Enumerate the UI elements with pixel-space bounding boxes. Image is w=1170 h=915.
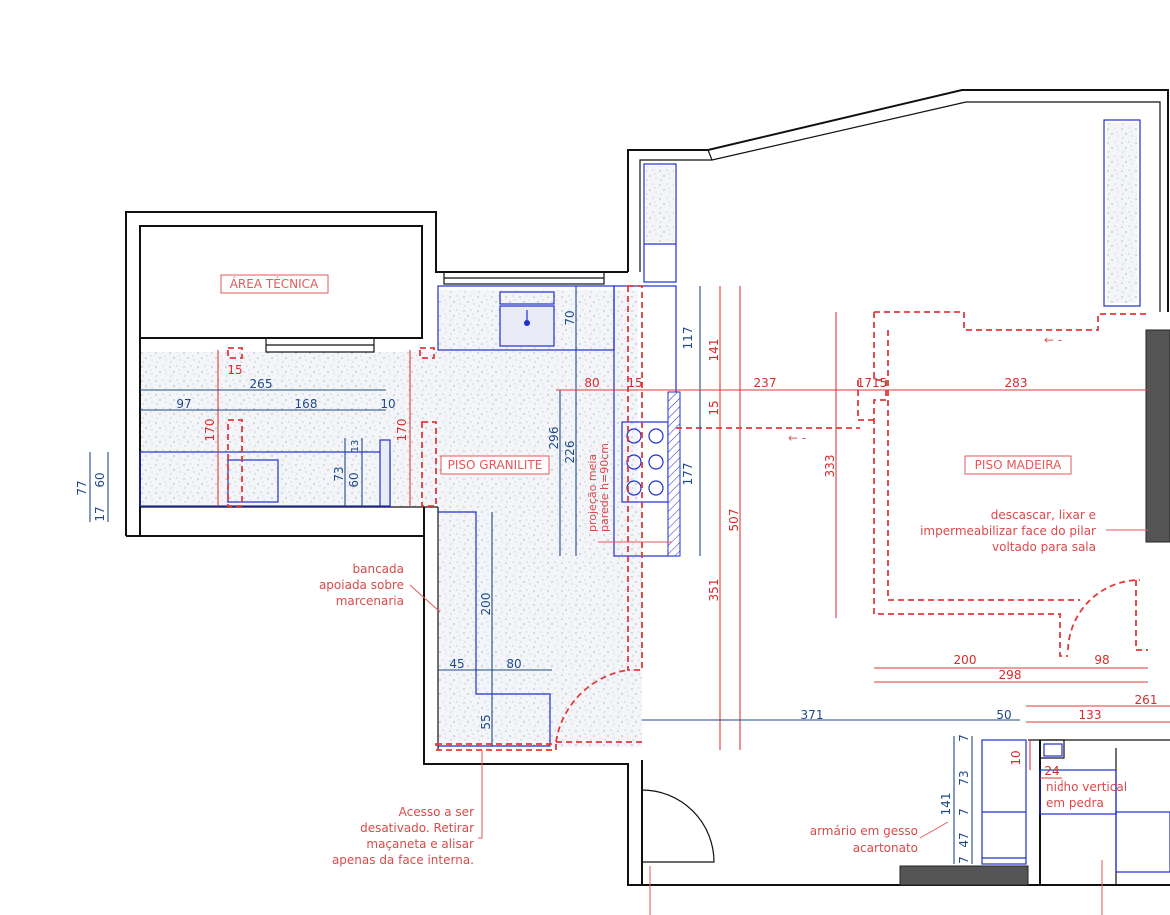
dim-label: 45 xyxy=(449,657,464,671)
dimension-lines xyxy=(89,286,1170,864)
dim-label: 133 xyxy=(1079,708,1102,722)
svg-text:projeção meia: projeção meia xyxy=(586,454,599,532)
dim-label: 7 xyxy=(957,808,971,816)
svg-text:ÁREA TÉCNICA: ÁREA TÉCNICA xyxy=(230,276,319,291)
arrow-glyph: ← - xyxy=(788,431,806,445)
note-pilar: descascar, lixar e impermeabilizar face … xyxy=(920,508,1096,554)
note-nicho: nicho vertical em pedra xyxy=(1046,780,1127,810)
door-swing xyxy=(641,789,715,863)
dim-label: 60 xyxy=(93,472,107,487)
svg-text:parede h=90cm: parede h=90cm xyxy=(598,443,611,532)
svg-text:bancada: bancada xyxy=(353,562,405,576)
note-projecao: projeção meia parede h=90cm xyxy=(586,443,611,532)
dim-label: 15 xyxy=(227,363,242,377)
dim-label: 70 xyxy=(563,310,577,325)
svg-text:maçaneta e alisar: maçaneta e alisar xyxy=(366,837,474,851)
svg-text:desativado. Retirar: desativado. Retirar xyxy=(360,821,474,835)
dim-label: 55 xyxy=(479,714,493,729)
svg-text:PISO MADEIRA: PISO MADEIRA xyxy=(975,458,1062,472)
room-label-piso-granilite: PISO GRANILITE xyxy=(440,455,550,475)
dim-label: 47 xyxy=(957,832,971,847)
dim-label: 15 xyxy=(627,376,642,390)
dim-label: 226 xyxy=(563,441,577,464)
room-label-area-tecnica: ÁREA TÉCNICA xyxy=(220,274,329,294)
note-bancada: bancada apoiada sobre marcenaria xyxy=(319,562,404,608)
dim-label: 261 xyxy=(1135,693,1158,707)
svg-text:armário em gesso: armário em gesso xyxy=(810,824,918,838)
svg-text:voltado para sala: voltado para sala xyxy=(992,540,1096,554)
dim-label: 24 xyxy=(1044,764,1059,778)
dim-label: 98 xyxy=(1094,653,1109,667)
room-label-piso-madeira: PISO MADEIRA xyxy=(964,455,1072,475)
dim-label: 177 xyxy=(681,463,695,486)
pillar xyxy=(1145,329,1170,543)
svg-text:marcenaria: marcenaria xyxy=(336,594,404,608)
note-acesso: Acesso a ser desativado. Retirar maçanet… xyxy=(332,805,474,867)
dim-label: 73 xyxy=(957,770,971,785)
dim-label: 10 xyxy=(1009,750,1023,765)
dimension-labels: 15 265 97 168 10 170 170 73 60 13 77 60 … xyxy=(75,310,1157,863)
dim-label: 200 xyxy=(479,593,493,616)
note-armario: armário em gesso acartonato xyxy=(810,824,918,855)
dim-label: 7 xyxy=(957,856,971,864)
svg-text:descascar, lixar e: descascar, lixar e xyxy=(991,508,1096,522)
dim-label: 351 xyxy=(707,579,721,602)
dim-label: 333 xyxy=(823,455,837,478)
note-leaders xyxy=(409,529,1148,915)
dim-label: 265 xyxy=(250,377,273,391)
svg-text:impermeabilizar face do pilar: impermeabilizar face do pilar xyxy=(920,524,1096,538)
dim-label: 97 xyxy=(176,397,191,411)
cabinetry xyxy=(139,119,1170,873)
dim-label: 15 xyxy=(707,400,721,415)
svg-text:Acesso a ser: Acesso a ser xyxy=(399,805,474,819)
wall-block xyxy=(899,865,1029,886)
dim-label: 10 xyxy=(380,397,395,411)
svg-text:nicho vertical: nicho vertical xyxy=(1046,780,1127,794)
svg-text:apoiada sobre: apoiada sobre xyxy=(319,578,404,592)
dim-label: 60 xyxy=(347,472,361,487)
dim-label: 507 xyxy=(727,509,741,532)
dim-label: 237 xyxy=(754,376,777,390)
dim-label: 371 xyxy=(801,708,824,722)
dim-label: 17 xyxy=(93,506,107,521)
dim-label: 7 xyxy=(957,734,971,742)
svg-text:em pedra: em pedra xyxy=(1046,796,1104,810)
dim-label: 77 xyxy=(75,480,89,495)
dim-label: 296 xyxy=(547,427,561,450)
dim-label: 283 xyxy=(1005,376,1028,390)
svg-text:acartonato: acartonato xyxy=(853,841,918,855)
svg-text:apenas da face interna.: apenas da face interna. xyxy=(332,853,474,867)
dim-label: 141 xyxy=(707,339,721,362)
dim-label: 80 xyxy=(584,376,599,390)
arrow-glyph: ← - xyxy=(1044,333,1062,347)
dim-label: 13 xyxy=(350,440,361,453)
dim-label: 50 xyxy=(996,708,1011,722)
svg-text:PISO GRANILITE: PISO GRANILITE xyxy=(448,458,543,472)
dim-label: 298 xyxy=(999,668,1022,682)
dim-label: 80 xyxy=(506,657,521,671)
dim-label: 117 xyxy=(681,327,695,350)
dim-label: 141 xyxy=(939,793,953,816)
granite-floor xyxy=(140,290,642,747)
demolition-lines xyxy=(227,285,1148,751)
dim-label: 1715 xyxy=(857,376,888,390)
dim-label: 73 xyxy=(332,466,346,481)
dim-label: 170 xyxy=(395,419,409,442)
dim-label: 168 xyxy=(295,397,318,411)
dim-label: 170 xyxy=(203,419,217,442)
dim-label: 200 xyxy=(954,653,977,667)
